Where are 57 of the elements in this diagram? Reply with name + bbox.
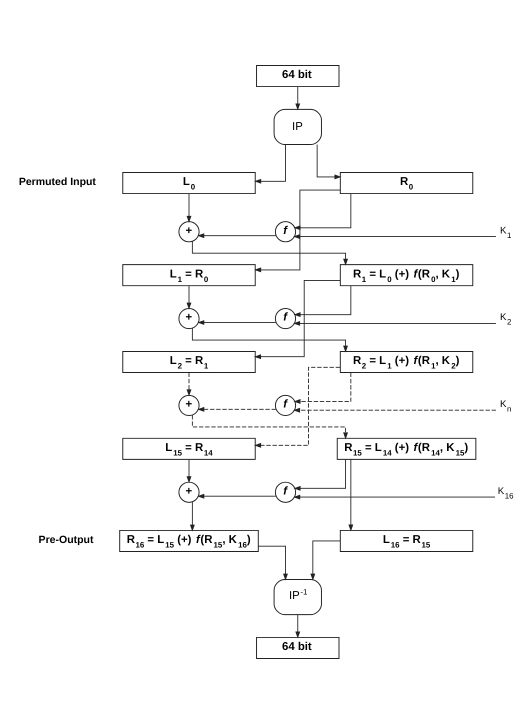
arrow — [293, 494, 496, 500]
node-text: K$_{16}$ — [498, 486, 514, 500]
arrow — [295, 614, 300, 639]
arrow — [192, 414, 348, 440]
node-circle: + — [178, 394, 200, 416]
arrow — [293, 408, 496, 413]
node-box: R$_{1}$ = L$_{0}$ (+) f(R$_{0}$, K$_{1}$) — [340, 264, 474, 286]
node-box: 64 bit — [256, 65, 340, 88]
node-box: 64 bit — [256, 636, 340, 659]
node-circle: f — [274, 221, 296, 242]
arrow — [197, 320, 276, 325]
node-text: K$_{n}$ — [500, 399, 512, 414]
node-circle: f — [274, 394, 296, 416]
node-box: IP$^{-1}$ — [274, 579, 322, 616]
node-box: R$_{2}$ = L$_{1}$ (+) f(R$_{1}$, K$_{2}$) — [340, 351, 474, 373]
node-circle: f — [274, 308, 296, 330]
arrow — [316, 144, 342, 180]
node-box: R$_{0}$ — [340, 172, 474, 194]
arrow — [186, 372, 192, 396]
arrow — [293, 320, 496, 326]
node-box: L$_{2}$ = R$_{1}$ — [122, 351, 256, 373]
arrow — [192, 328, 348, 353]
node-text: K$_{2}$ — [500, 312, 512, 327]
node-circle: + — [178, 221, 200, 242]
arrow — [192, 241, 348, 266]
arrow — [295, 86, 300, 110]
arrow — [254, 144, 286, 184]
arrow — [294, 372, 352, 404]
node-box: L$_{0}$ — [122, 172, 256, 194]
arrow — [254, 280, 341, 360]
arrow — [310, 540, 341, 581]
arrow — [186, 285, 192, 310]
arrow — [186, 193, 192, 223]
arrow — [190, 501, 195, 532]
label: Pre-Output — [38, 534, 94, 546]
arrow — [186, 459, 192, 484]
arrow — [254, 190, 341, 272]
arrow — [254, 366, 340, 448]
node-box: L$_{1}$ = R$_{0}$ — [122, 264, 256, 286]
arrow — [348, 458, 354, 532]
arrow — [294, 459, 346, 491]
node-box: L$_{15}$ = R$_{14}$ — [122, 438, 256, 460]
arrow — [197, 494, 276, 499]
arrow — [197, 233, 276, 238]
node-box: IP — [274, 108, 322, 145]
arrow — [293, 234, 496, 240]
node-box: R$_{16}$ = L$_{15}$ (+) f(R$_{15}$, K$_{16}$) — [119, 530, 259, 552]
node-box: L$_{16}$ = R$_{15}$ — [340, 530, 474, 552]
node-circle: + — [178, 482, 200, 503]
arrow — [294, 286, 352, 318]
arrow — [197, 406, 276, 412]
node-box: R$_{15}$ = L$_{14}$ (+) f(R$_{14}$, K$_{15}$) — [336, 438, 476, 460]
label: Permuted Input — [18, 176, 96, 188]
node-circle: + — [178, 308, 200, 330]
arrow — [258, 546, 288, 581]
node-circle: f — [274, 482, 296, 503]
node-text: K$_{1}$ — [500, 225, 512, 240]
